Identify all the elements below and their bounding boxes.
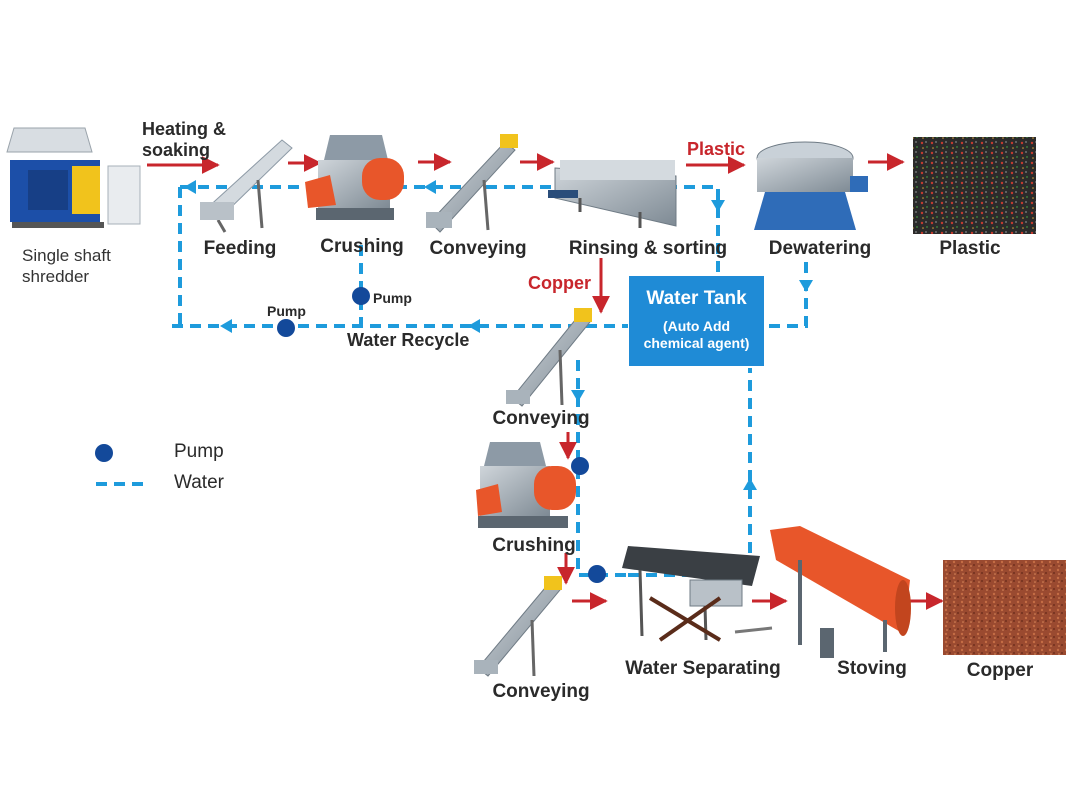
label-conveying-bottom: Conveying xyxy=(492,681,590,702)
stoving-dryer-icon xyxy=(770,526,911,658)
rinsing-tank-icon xyxy=(548,160,677,228)
process-arrows xyxy=(147,153,944,610)
plastic-pellets-image xyxy=(913,137,1036,234)
label-pump-middle: Pump xyxy=(373,290,412,306)
shredder-machine-icon xyxy=(6,127,141,228)
water-arrows xyxy=(184,180,813,490)
label-heating-soaking: Heating & soaking xyxy=(142,119,227,160)
water-tank-note: (Auto Add chemical agent) xyxy=(643,318,750,351)
label-conveying-top: Conveying xyxy=(429,238,527,259)
pump-dot-icon xyxy=(95,444,113,462)
water-arrow-icon xyxy=(220,319,232,333)
pump-dot-icon xyxy=(352,287,370,305)
screw-conveyor-icon xyxy=(474,576,562,677)
pumps xyxy=(277,287,606,583)
label-stoving: Stoving xyxy=(837,658,907,679)
dewatering-centrifuge-icon xyxy=(754,141,868,230)
water-line-dewatering xyxy=(765,262,808,328)
label-plastic-output: Plastic xyxy=(939,238,1001,259)
water-arrow-icon xyxy=(184,180,196,194)
label-branch-copper: Copper xyxy=(528,273,591,293)
water-tank-box: Water Tank (Auto Add chemical agent) xyxy=(629,276,764,366)
copper-granules-image xyxy=(943,560,1066,655)
water-arrow-icon xyxy=(711,200,725,212)
label-dewatering: Dewatering xyxy=(768,238,872,259)
water-arrow-icon xyxy=(743,478,757,490)
label-rinsing-sorting: Rinsing & sorting xyxy=(568,238,728,259)
label-water-recycle: Water Recycle xyxy=(347,330,470,350)
legend-water-label: Water xyxy=(174,472,224,493)
pump-dot-icon xyxy=(588,565,606,583)
pump-dot-icon xyxy=(277,319,295,337)
legend-pump-label: Pump xyxy=(174,441,224,462)
label-branch-plastic: Plastic xyxy=(687,139,746,159)
water-line-return xyxy=(628,368,752,577)
label-water-separating: Water Separating xyxy=(625,658,781,679)
legend xyxy=(95,444,150,486)
crusher-machine-icon xyxy=(476,442,576,528)
water-tank-title: Water Tank xyxy=(646,288,747,309)
label-feeding: Feeding xyxy=(203,238,277,259)
label-shredder: Single shaft shredder xyxy=(22,246,111,286)
shaking-table-icon xyxy=(622,546,773,642)
water-arrow-icon xyxy=(799,280,813,292)
screw-conveyor-icon xyxy=(506,308,592,407)
label-copper-output: Copper xyxy=(966,660,1034,681)
feeding-conveyor-icon xyxy=(200,139,293,233)
label-crushing-top: Crushing xyxy=(320,236,404,257)
label-pump-left: Pump xyxy=(267,303,306,319)
water-arrow-icon xyxy=(424,180,436,194)
water-arrow-icon xyxy=(571,390,585,402)
label-conveying-mid: Conveying xyxy=(492,408,590,429)
pump-dot-icon xyxy=(571,457,589,475)
water-line-top-loop xyxy=(180,185,720,275)
water-arrow-icon xyxy=(468,319,480,333)
crusher-machine-icon xyxy=(305,135,404,220)
screw-conveyor-icon xyxy=(426,134,518,233)
label-crushing-mid: Crushing xyxy=(492,535,576,556)
